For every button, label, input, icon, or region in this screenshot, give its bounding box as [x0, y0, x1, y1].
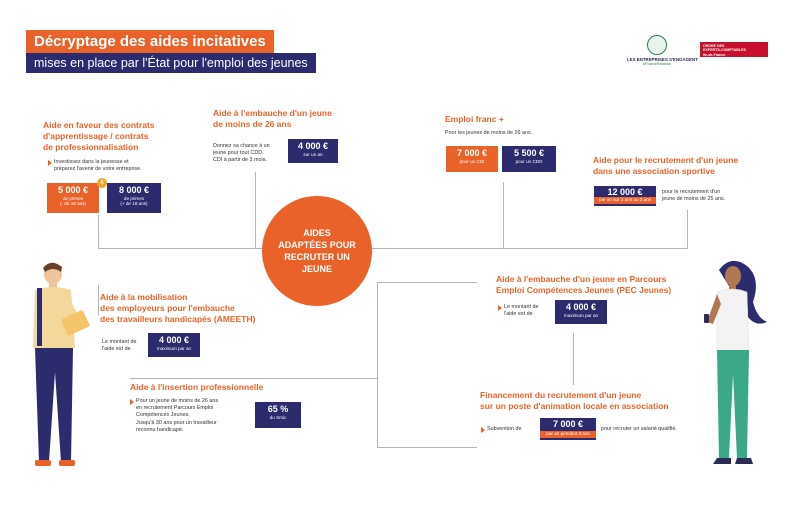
connector-line [255, 172, 256, 248]
animation-desc-pre: Subvention de [481, 426, 521, 433]
man-illustration [33, 262, 90, 466]
embauche-26-desc: Donnez sa chance à un jeune pour tout CD… [213, 143, 270, 164]
connector-line [503, 182, 504, 248]
section-embauche-26: Aide à l'embauche d'un jeune de moins de… [213, 108, 332, 129]
insertion-box: 65 % du Smic [255, 402, 301, 428]
insertion-title: Aide à l'insertion professionnelle [130, 382, 264, 392]
connector-line [130, 378, 377, 379]
insertion-desc: Pour un jeune de moins de 26 ans en recr… [130, 398, 255, 434]
connector-line [98, 248, 688, 249]
bullet-arrow-icon [130, 399, 134, 405]
ameeth-desc: Le montant de l'aide est de [102, 339, 137, 353]
ameeth-box: 4 000 € maximum par an [148, 333, 200, 357]
title-line-2: mises en place par l'État pour l'emploi … [26, 53, 316, 73]
emploi-franc-title: Emploi franc + [445, 114, 504, 124]
connector-badge: À [97, 178, 107, 188]
logo-entreprises-engagent: LES ENTREPRISES S'ENGAGENT #FranceRelanc… [627, 35, 698, 66]
connector-line [573, 333, 574, 385]
connector-line [687, 210, 688, 248]
bullet-arrow-icon [498, 305, 502, 311]
section-ameeth: Aide à la mobilisation des employeurs po… [100, 292, 256, 324]
section-apprentissage: Aide en faveur des contrats d'apprentiss… [43, 120, 155, 173]
section-animation: Financement du recrutement d'un jeune su… [480, 390, 669, 411]
connector-line [377, 282, 378, 447]
section-pec: Aide à l'embauche d'un jeune en Parcours… [496, 274, 672, 295]
connector-line [98, 215, 99, 248]
animation-box: 7 000 € par an pendant 3 ans [540, 418, 596, 440]
embauche-26-box: 4 000 € sur un an [288, 139, 338, 163]
connector-line [377, 282, 477, 283]
logo-ordre-experts-comptables: ORDRE DES EXPERTS-COMPTABLES Ile-de-Fran… [700, 42, 768, 57]
title-line-1: Décryptage des aides incitatives [26, 30, 274, 54]
woman-illustration [704, 260, 767, 464]
bullet-arrow-icon [48, 160, 52, 166]
emploi-franc-cdi-box: 7 000 € pour un CDI [446, 146, 498, 172]
prime-box-8000: 8 000 € de primes (+ de 18 ans) [107, 183, 161, 213]
prime-box-5000: 5 000 € de primes (- de 18 ans) [47, 183, 99, 213]
pec-box: 4 000 € maximum par an [555, 300, 607, 324]
sportive-box: 12 000 € par an sur 2 ans ou 3 ans [594, 186, 656, 206]
france-relance-seal-icon [647, 35, 667, 55]
emploi-franc-cdd-box: 5 500 € pour un CDD [502, 146, 556, 172]
animation-desc-post: pour recruter un salarié qualifié. [601, 426, 677, 432]
pec-desc: Le montant de l'aide est de [498, 304, 553, 318]
section-sportive: Aide pour le recrutement d'un jeune dans… [593, 155, 739, 176]
connector-line [98, 285, 99, 315]
center-circle: AIDES ADAPTÉES POUR RECRUTER UN JEUNE [262, 196, 372, 306]
bullet-arrow-icon [481, 427, 485, 433]
sportive-desc: pour le recrutement d'un jeune de moins … [662, 189, 726, 203]
connector-line [377, 447, 477, 448]
emploi-franc-desc: Pour les jeunes de moins de 26 ans. [445, 130, 533, 136]
